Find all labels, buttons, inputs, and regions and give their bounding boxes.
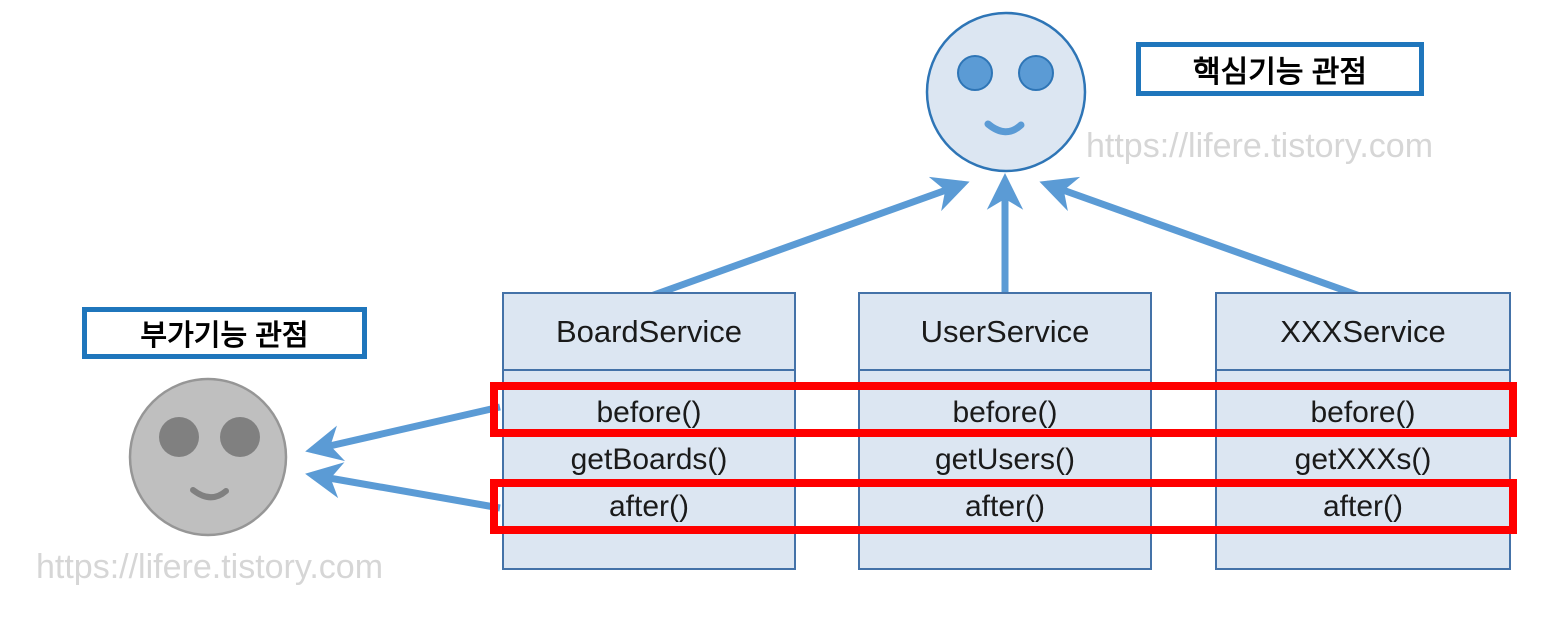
arrow-board-to-core-face <box>649 176 970 300</box>
watermark-bottom: https://lifere.tistory.com <box>36 548 384 586</box>
label-core-perspective: 핵심기능 관점 <box>1136 42 1424 96</box>
gray-smiley-face-icon <box>128 377 288 537</box>
service-row-user-before[interactable]: before() <box>952 395 1058 429</box>
service-row-board-after[interactable]: after() <box>608 489 689 523</box>
service-box-user-service[interactable]: UserService before() getUsers() after() <box>858 292 1152 570</box>
label-aux-perspective: 부가기능 관점 <box>82 307 367 359</box>
service-rows-xxx-service: before() getXXXs() after() <box>1217 371 1509 568</box>
service-header-xxx-service: XXXService <box>1217 294 1509 371</box>
blue-smiley-face-icon <box>925 11 1087 173</box>
service-row-empty <box>860 530 1150 568</box>
service-box-xxx-service[interactable]: XXXService before() getXXXs() after() <box>1215 292 1511 570</box>
service-row-user-getusers[interactable]: getUsers() <box>934 442 1076 476</box>
service-header-board-service: BoardService <box>504 294 794 371</box>
arrow-after-row-to-aux-face <box>305 462 501 512</box>
service-row-board-before[interactable]: before() <box>596 395 702 429</box>
service-row-board-getboards[interactable]: getBoards() <box>570 442 728 476</box>
service-rows-user-service: before() getUsers() after() <box>860 371 1150 568</box>
arrow-before-row-to-aux-face <box>305 403 501 462</box>
service-box-board-service[interactable]: BoardService before() getBoards() after(… <box>502 292 796 570</box>
service-header-user-service: UserService <box>860 294 1150 371</box>
service-row-spacer <box>1217 371 1509 389</box>
service-row-xxx-before[interactable]: before() <box>1310 395 1416 429</box>
service-row-empty <box>504 530 794 568</box>
service-row-empty <box>1217 530 1509 568</box>
watermark-top: https://lifere.tistory.com <box>1086 127 1434 165</box>
service-row-xxx-after[interactable]: after() <box>1322 489 1403 523</box>
service-row-spacer <box>504 371 794 389</box>
service-row-spacer <box>860 371 1150 389</box>
service-row-xxx-getxxxs[interactable]: getXXXs() <box>1294 442 1432 476</box>
arrow-xxx-to-core-face <box>1039 176 1362 300</box>
service-rows-board-service: before() getBoards() after() <box>504 371 794 568</box>
service-row-user-after[interactable]: after() <box>964 489 1045 523</box>
